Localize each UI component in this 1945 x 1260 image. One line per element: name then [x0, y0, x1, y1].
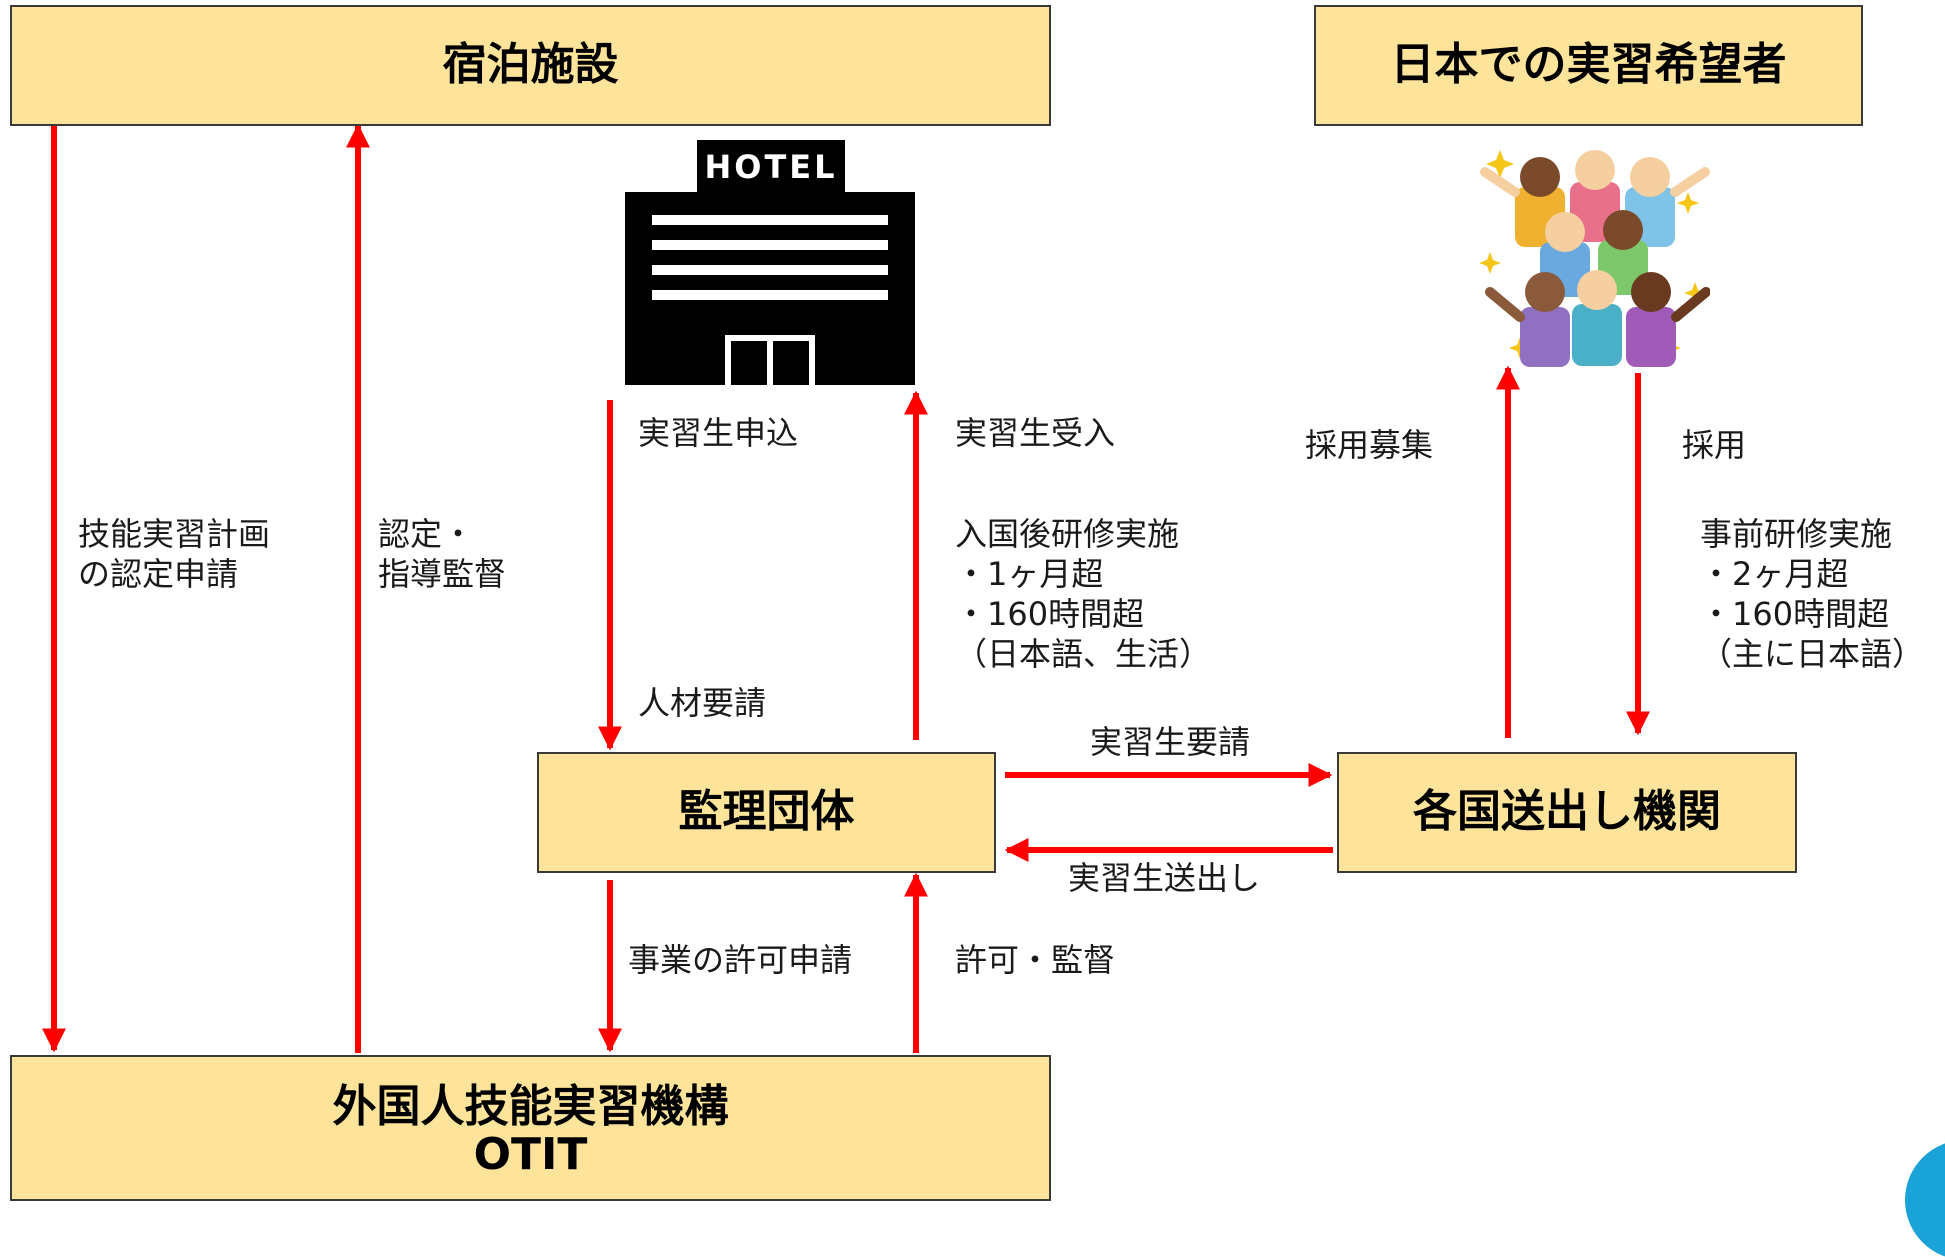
supervising-organization-title: 監理団体 [678, 786, 855, 838]
label-pre-training: 事前研修実施 ・2ヶ月超 ・160時間超 （主に日本語） [1700, 515, 1925, 673]
label-plan-application: 技能実習計画 の認定申請 [78, 515, 271, 593]
applicant-box: 日本での実習希望者 [1314, 5, 1863, 126]
label-hiring: 採用 [1682, 426, 1747, 464]
sending-organization-box: 各国送出し機関 [1337, 752, 1797, 873]
otit-title: 外国人技能実習機構 [332, 1081, 729, 1132]
hotel-facility-box: 宿泊施設 [10, 5, 1051, 126]
flow-arrows [42, 123, 1650, 1053]
hotel-building-icon: HOTEL [625, 140, 915, 385]
otit-box: 外国人技能実習機構 OTIT [10, 1055, 1051, 1201]
label-post-entry-training: 入国後研修実施 ・1ヶ月超 ・160時間超 （日本語、生活） [955, 515, 1212, 673]
otit-abbreviation: OTIT [473, 1129, 588, 1181]
label-intern-application: 実習生申込 [638, 414, 799, 452]
label-intern-acceptance: 実習生受入 [955, 414, 1116, 452]
hotel-sign-text: HOTEL [704, 148, 837, 186]
hotel-facility-title: 宿泊施設 [442, 39, 619, 91]
label-permit-supervision: 許可・監督 [955, 941, 1116, 979]
applicant-title: 日本での実習希望者 [1390, 39, 1787, 91]
label-personnel-request: 人材要請 [638, 684, 767, 722]
label-certification: 認定・ 指導監督 [378, 515, 507, 593]
label-business-permit: 事業の許可申請 [628, 941, 853, 979]
intern-applicants-crowd-icon [1480, 150, 1710, 367]
label-intern-request: 実習生要請 [1090, 723, 1251, 761]
supervising-organization-box: 監理団体 [537, 752, 996, 873]
sending-organization-title: 各国送出し機関 [1413, 786, 1721, 838]
label-intern-dispatch: 実習生送出し [1068, 859, 1261, 897]
label-recruitment: 採用募集 [1305, 426, 1434, 464]
